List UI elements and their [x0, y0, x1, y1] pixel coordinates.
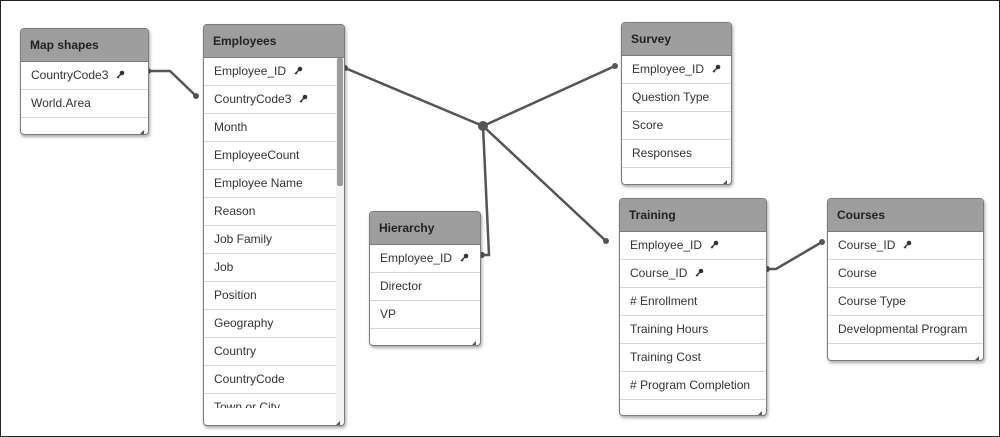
key-icon — [903, 240, 912, 252]
field-name: EmployeeCount — [214, 148, 300, 162]
field-name: Reason — [214, 204, 256, 218]
field-name: Month — [214, 120, 248, 134]
field-name: Training Cost — [630, 350, 701, 364]
table-title[interactable]: Map shapes — [21, 29, 148, 62]
field-name: Course_ID — [630, 266, 688, 280]
field-name: Job Family — [214, 232, 273, 246]
field-row[interactable]: Reason — [204, 198, 336, 226]
field-name: Employee Name — [214, 176, 303, 190]
field-name: # Program Completion — [630, 378, 751, 392]
field-row[interactable]: Employee_ID — [204, 58, 336, 86]
resize-grip-icon[interactable] — [137, 124, 144, 134]
field-name: Course_ID — [838, 238, 896, 252]
field-name: Question Type — [632, 90, 710, 104]
field-row[interactable]: Score — [622, 112, 731, 140]
field-row[interactable]: # Program Completion — [620, 372, 766, 400]
field-name: Director — [380, 279, 423, 293]
field-row[interactable]: Course — [828, 260, 983, 288]
field-row[interactable]: Employee Name — [204, 170, 336, 198]
field-name: Course Type — [838, 294, 906, 308]
field-row[interactable]: Course_ID — [620, 260, 766, 288]
field-name: Job — [214, 260, 234, 274]
field-row[interactable]: CountryCode3 — [204, 86, 336, 114]
field-row[interactable]: Country — [204, 338, 336, 366]
field-name: Course — [838, 266, 877, 280]
scrollbar[interactable] — [336, 58, 344, 425]
table-title[interactable]: Courses — [828, 199, 983, 232]
field-name: Developmental Program — [838, 322, 968, 336]
field-name: Employee_ID — [632, 62, 705, 76]
field-row[interactable]: CountryCode — [204, 366, 336, 394]
resize-grip-icon[interactable] — [972, 350, 979, 360]
field-row[interactable]: World.Area — [21, 90, 148, 118]
field-name: Training Hours — [630, 322, 709, 336]
field-row[interactable]: Position — [204, 282, 336, 310]
field-name: Town or City — [214, 400, 281, 408]
field-row[interactable]: CountryCode3 — [21, 62, 148, 90]
field-name: Geography — [214, 316, 274, 330]
table-title[interactable]: Employees — [204, 25, 344, 58]
key-icon — [116, 70, 125, 82]
scrollbar-thumb[interactable] — [337, 58, 343, 186]
field-name: World.Area — [31, 96, 91, 110]
field-row[interactable]: Employee_ID — [370, 245, 480, 273]
field-row[interactable]: Town or City — [204, 394, 336, 408]
field-row[interactable]: Course Type — [828, 288, 983, 316]
field-row[interactable]: Job — [204, 254, 336, 282]
field-name: CountryCode3 — [31, 68, 109, 82]
field-row[interactable]: VP — [370, 301, 480, 329]
field-row[interactable]: Course_ID — [828, 232, 983, 260]
resize-grip-icon[interactable] — [469, 335, 476, 345]
key-icon — [695, 268, 704, 280]
field-row[interactable]: EmployeeCount — [204, 142, 336, 170]
key-icon — [710, 240, 719, 252]
field-name: Employee_ID — [214, 64, 287, 78]
field-row[interactable]: Training Hours — [620, 316, 766, 344]
field-row[interactable]: Director — [370, 273, 480, 301]
field-name: Position — [214, 288, 257, 302]
field-row[interactable]: # Enrollment — [620, 288, 766, 316]
field-name: Score — [632, 118, 664, 132]
field-name: CountryCode — [214, 372, 285, 386]
field-row[interactable]: Responses — [622, 140, 731, 168]
resize-grip-icon[interactable] — [333, 415, 340, 425]
key-icon — [460, 253, 469, 265]
field-name: CountryCode3 — [214, 92, 292, 106]
field-name: # Enrollment — [630, 294, 698, 308]
field-row[interactable]: Job Family — [204, 226, 336, 254]
field-name: Responses — [632, 146, 693, 160]
key-icon — [712, 64, 721, 76]
key-icon — [294, 66, 303, 78]
table-title[interactable]: Hierarchy — [370, 212, 480, 245]
resize-grip-icon[interactable] — [755, 405, 762, 415]
field-row[interactable]: Training Cost — [620, 344, 766, 372]
field-name: Employee_ID — [630, 238, 703, 252]
key-icon — [299, 94, 308, 106]
field-row[interactable]: Question Type — [622, 84, 731, 112]
table-title[interactable]: Survey — [622, 23, 731, 56]
table-title[interactable]: Training — [620, 199, 766, 232]
field-row[interactable]: Month — [204, 114, 336, 142]
field-row[interactable]: Employee_ID — [620, 232, 766, 260]
field-name: Employee_ID — [380, 251, 453, 265]
field-row[interactable]: Developmental Program — [828, 316, 983, 344]
field-name: VP — [380, 307, 397, 321]
field-row[interactable]: Geography — [204, 310, 336, 338]
field-name: Country — [214, 344, 257, 358]
resize-grip-icon[interactable] — [720, 174, 727, 184]
field-row[interactable]: Employee_ID — [622, 56, 731, 84]
